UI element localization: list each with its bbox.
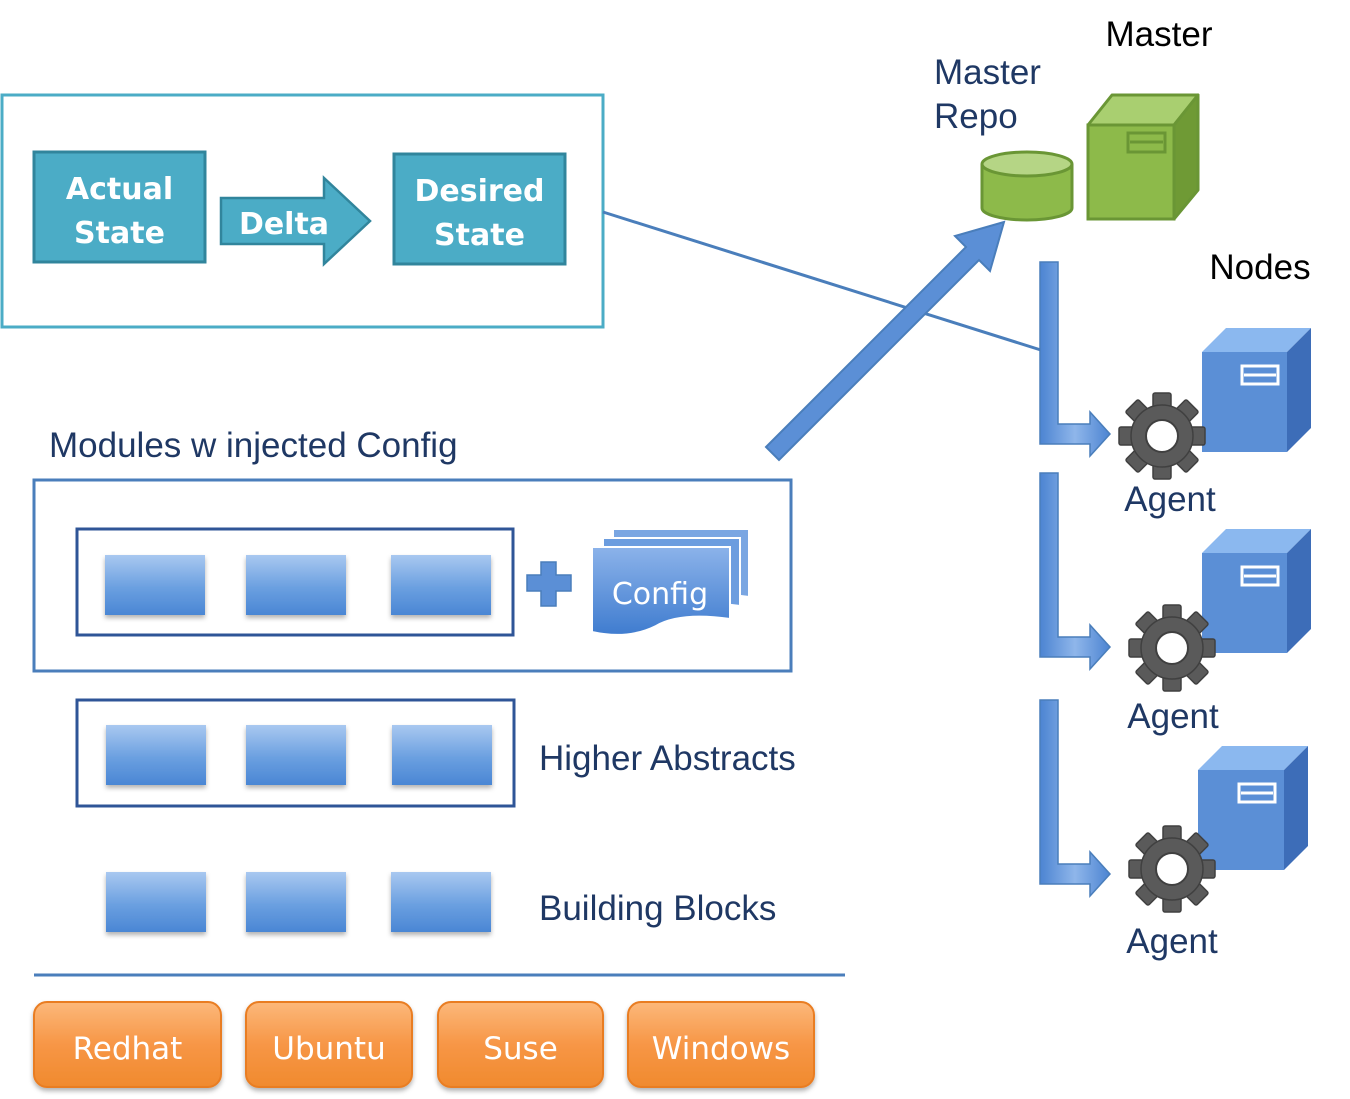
node-1: Agent	[1039, 261, 1311, 519]
state-panel: Actual State Delta Desired State	[0, 93, 605, 329]
deploy-arrow	[764, 220, 1006, 462]
gear-icon	[1128, 604, 1216, 692]
node-arrow	[1039, 261, 1112, 458]
os-windows: Windows	[627, 1001, 815, 1088]
module-block	[246, 555, 346, 615]
agent-label: Agent	[1127, 697, 1219, 736]
module-block	[105, 555, 205, 615]
master-server-icon	[1086, 93, 1200, 221]
os-platform-row: Redhat Ubuntu Suse Windows	[33, 1001, 815, 1088]
building-blocks-label: Building Blocks	[539, 889, 776, 928]
os-label: Suse	[483, 1031, 558, 1067]
desired-state-label-line2: State	[434, 218, 525, 253]
higher-abstracts-layer	[75, 698, 516, 808]
agent-label: Agent	[1124, 480, 1216, 519]
abstract-block	[392, 725, 492, 785]
building-block	[391, 872, 491, 932]
actual-state-label-line1: Actual	[66, 172, 173, 207]
os-ubuntu: Ubuntu	[245, 1001, 413, 1088]
document-stack-icon: Config	[591, 528, 750, 636]
panel-connector-line	[602, 210, 1045, 353]
os-label: Windows	[652, 1031, 790, 1067]
os-suse: Suse	[437, 1001, 604, 1088]
node-server-icon	[1202, 529, 1311, 653]
os-redhat: Redhat	[33, 1001, 222, 1088]
node-2: Agent	[1039, 472, 1311, 736]
os-label: Ubuntu	[272, 1031, 385, 1067]
delta-label: Delta	[239, 207, 329, 242]
actual-state-label-line2: State	[74, 216, 165, 251]
abstract-block	[106, 725, 206, 785]
gear-icon	[1128, 825, 1216, 913]
abstract-block	[246, 725, 346, 785]
os-label: Redhat	[73, 1031, 183, 1067]
delta-arrow: Delta	[219, 175, 372, 267]
master-repo-label-line1: Master	[934, 53, 1041, 92]
modules-title: Modules w injected Config	[49, 426, 458, 465]
master-repo-label-line2: Repo	[934, 97, 1018, 136]
nodes-title: Nodes	[1209, 248, 1310, 287]
plus-icon	[526, 561, 572, 607]
building-block	[106, 872, 206, 932]
module-block	[391, 555, 491, 615]
master-title: Master	[1106, 15, 1213, 54]
database-icon	[980, 150, 1074, 222]
building-block	[246, 872, 346, 932]
building-blocks-layer	[106, 872, 491, 932]
actual-state-box: Actual State	[32, 150, 207, 264]
agent-label: Agent	[1126, 922, 1218, 961]
node-arrow	[1039, 699, 1112, 898]
config-label: Config	[612, 577, 708, 612]
higher-abstracts-label: Higher Abstracts	[539, 739, 796, 778]
desired-state-label-line1: Desired	[414, 174, 544, 209]
module-group	[75, 527, 515, 637]
node-arrow	[1039, 472, 1112, 671]
gear-icon	[1118, 392, 1206, 480]
node-server-icon	[1202, 328, 1311, 452]
desired-state-box: Desired State	[392, 152, 567, 266]
node-server-icon	[1198, 746, 1308, 870]
modules-panel: Config	[32, 478, 793, 673]
node-3: Agent	[1039, 699, 1308, 961]
